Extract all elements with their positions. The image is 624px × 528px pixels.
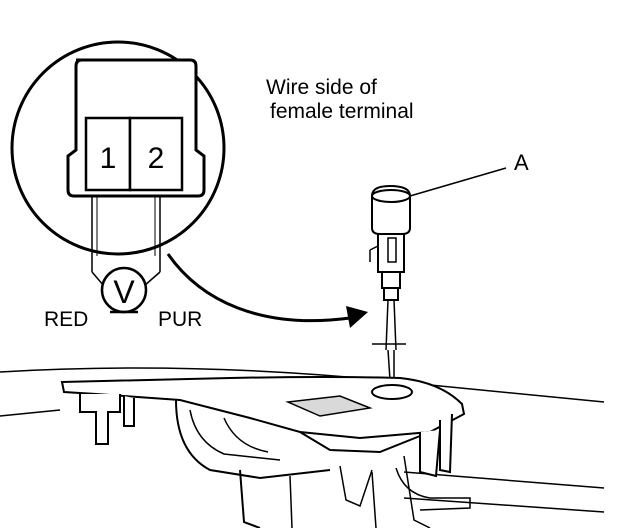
raised-pad [285,395,373,417]
mounting-panel [0,367,605,528]
part-a-label: A [514,150,529,175]
pointer-arrow [166,253,368,328]
terminal-cavity-2 [128,116,184,192]
voltmeter-symbol: V [113,274,135,310]
callout-line-2: female terminal [270,100,414,123]
wire-color-red: RED [44,308,88,331]
voltmeter-icon [100,266,148,314]
part-a-leader [409,167,507,197]
wire-color-pur: PUR [158,308,202,331]
mounting-hole [371,384,413,400]
terminal-cavity-1 [84,116,132,192]
connector-detail [10,40,226,287]
callout-line-1: Wire side of [266,76,377,99]
probe-wire-pur-run [143,271,161,287]
terminal-2-label: 2 [148,142,165,175]
arrowhead [346,306,368,328]
terminal-connector-a [369,184,411,381]
terminal-1-label: 1 [100,142,117,175]
